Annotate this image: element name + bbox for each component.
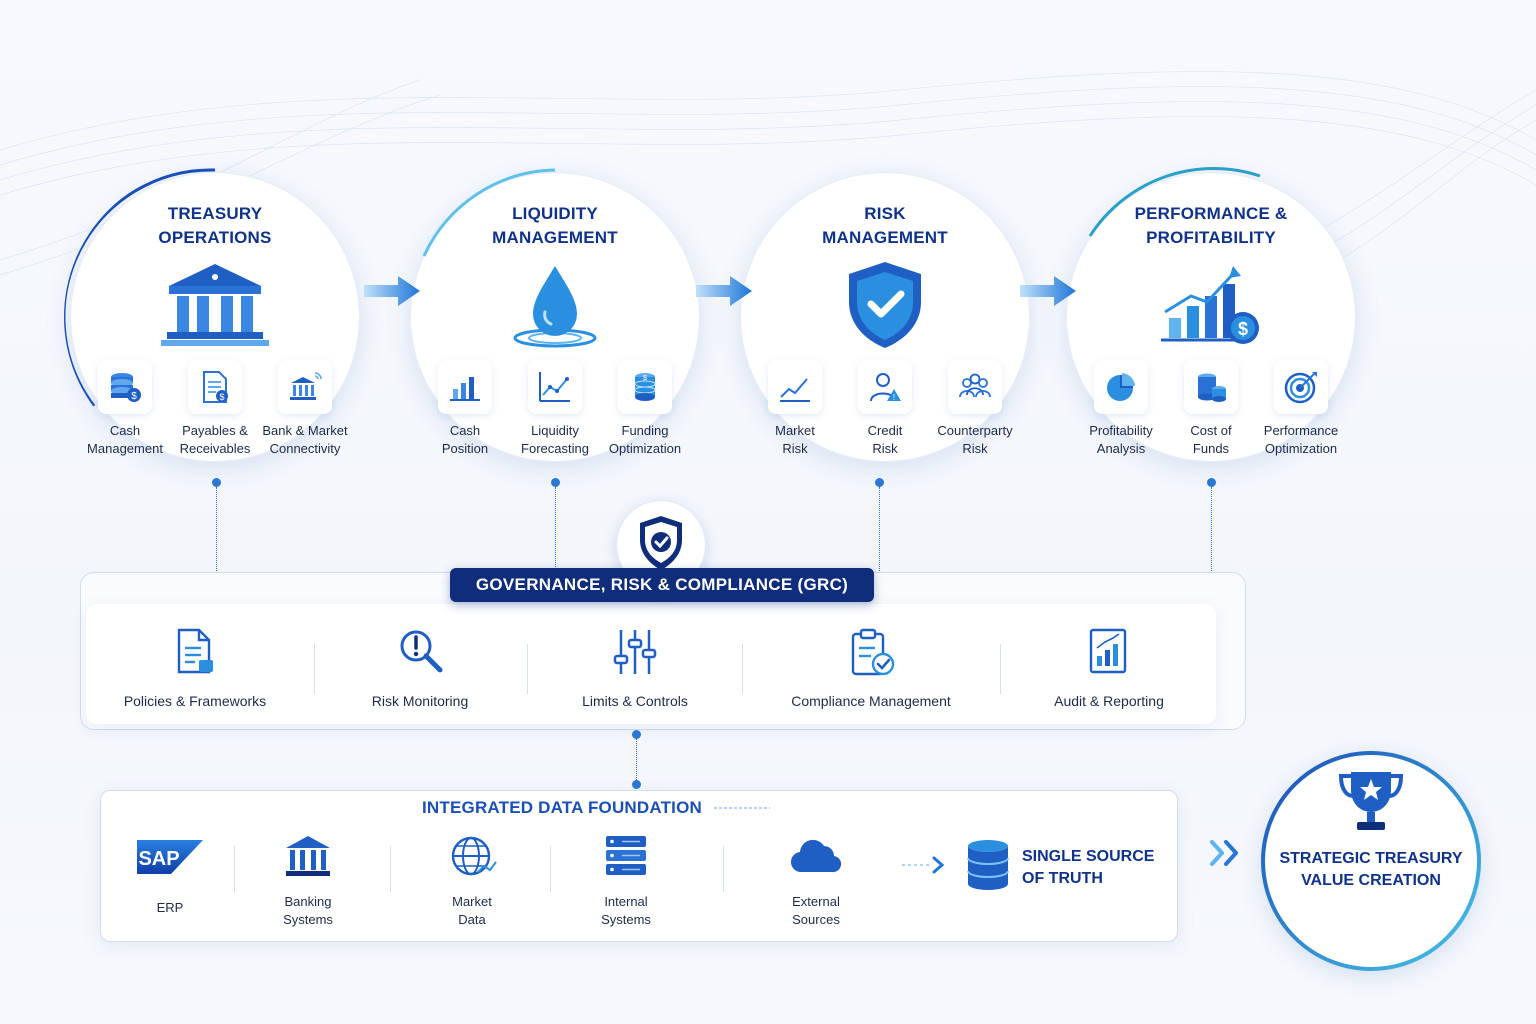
shield-check-icon: [640, 516, 682, 570]
strategic-value-creation[interactable]: STRATEGIC TREASURY VALUE CREATION: [1261, 751, 1481, 971]
grc-title: GOVERNANCE, RISK & COMPLIANCE (GRC): [450, 568, 874, 602]
svg-text:!: !: [893, 393, 895, 402]
cloud-icon: [790, 839, 842, 873]
data-source-external-sources[interactable]: External Sources: [756, 832, 876, 929]
data-source-internal-systems[interactable]: Internal Systems: [566, 832, 686, 929]
module-performance-profitability[interactable]: PERFORMANCE & PROFITABILITY $ Profitabil…: [1066, 167, 1356, 462]
connector-dot: [632, 730, 641, 739]
people-group-icon: [959, 373, 991, 398]
grc-item-risk-monitoring[interactable]: Risk Monitoring: [320, 626, 520, 709]
shield-check-icon: [849, 262, 921, 348]
connector-dot: [551, 478, 560, 487]
clipboard-check-icon: [851, 628, 895, 676]
module-risk-management[interactable]: RISK MANAGEMENT Market Risk ! Credit Ris…: [740, 172, 1030, 462]
sub-funding-optimization[interactable]: $ Funding Optimization: [601, 360, 689, 458]
module-title: PERFORMANCE & PROFITABILITY: [1134, 204, 1288, 247]
data-source-banking-systems[interactable]: Banking Systems: [248, 832, 368, 929]
line-chart-icon: [539, 372, 570, 402]
grc-item-compliance-management[interactable]: Compliance Management: [771, 626, 971, 709]
connector-dot: [875, 478, 884, 487]
sliders-icon: [613, 630, 657, 674]
svg-text:$: $: [131, 391, 137, 402]
divider: [723, 846, 724, 892]
invoice-icon: $: [203, 371, 228, 403]
pie-chart-icon: [1107, 373, 1135, 401]
sap-logo-icon: SAP: [137, 840, 203, 874]
connector-dot: [632, 780, 641, 789]
bar-chart-icon: [450, 377, 480, 401]
divider: [527, 644, 528, 694]
divider: [314, 644, 315, 694]
connector-line: [1211, 487, 1212, 573]
double-chevron-icon: [1210, 840, 1238, 866]
bank-building-icon: [161, 264, 269, 346]
sub-cost-of-funds[interactable]: Cost of Funds: [1167, 360, 1255, 458]
database-icon: [967, 840, 1009, 890]
connector-dot: [1207, 478, 1216, 487]
grc-item-limits-controls[interactable]: Limits & Controls: [535, 626, 735, 709]
strategic-value-label: STRATEGIC TREASURY VALUE CREATION: [1279, 850, 1463, 889]
connector-line: [555, 487, 556, 573]
divider: [742, 644, 743, 694]
grc-item-audit-reporting[interactable]: Audit & Reporting: [1009, 626, 1209, 709]
data-source-erp[interactable]: SAP ERP: [110, 832, 230, 917]
grc-items-panel: [86, 604, 1216, 724]
grc-item-policies-frameworks[interactable]: Policies & Frameworks: [95, 626, 295, 709]
connector-line: [216, 487, 217, 573]
svg-text:$: $: [1238, 319, 1248, 339]
flow-arrow-icon: [364, 276, 420, 306]
sub-cash-position[interactable]: Cash Position: [421, 360, 509, 458]
sub-performance-optimization[interactable]: Performance Optimization: [1257, 360, 1345, 458]
cash-stack-icon: $: [111, 373, 141, 402]
flow-arrow-icon: [1020, 276, 1076, 306]
data-foundation-title: INTEGRATED DATA FOUNDATION: [422, 798, 703, 817]
sub-market-risk[interactable]: Market Risk: [751, 360, 839, 458]
connector-line: [636, 738, 637, 782]
sub-payables-receivables[interactable]: $ Payables & Receivables: [171, 360, 259, 458]
trophy-star-icon: [1338, 772, 1404, 830]
report-chart-icon: [1089, 628, 1127, 674]
sub-profitability-analysis[interactable]: Profitability Analysis: [1077, 360, 1165, 458]
sub-credit-risk[interactable]: ! Credit Risk: [841, 360, 929, 458]
sub-counterparty-risk[interactable]: Counterparty Risk: [931, 360, 1019, 458]
divider: [550, 846, 551, 892]
document-icon: [177, 628, 213, 674]
connector-line: [879, 487, 880, 573]
globe-icon: [451, 836, 497, 876]
divider: [234, 846, 235, 892]
connector-dot: [212, 478, 221, 487]
trend-line-icon: [780, 378, 810, 402]
module-title: RISK MANAGEMENT: [822, 204, 948, 247]
magnifier-alert-icon: [400, 630, 443, 673]
arrow-right-icon: [902, 856, 945, 874]
divider: [390, 846, 391, 892]
sub-liquidity-forecasting[interactable]: Liquidity Forecasting: [511, 360, 599, 458]
growth-chart-dollar-icon: $: [1161, 266, 1259, 344]
outcome-ring: [1261, 751, 1481, 971]
module-treasury-operations[interactable]: TREASURY OPERATIONS $ Cash Management: [64, 168, 360, 462]
svg-text:$: $: [643, 375, 647, 382]
coins-icon: [1198, 373, 1226, 402]
sub-bank-market-connectivity[interactable]: Bank & Market Connectivity: [261, 360, 349, 458]
svg-text:SAP: SAP: [138, 848, 179, 870]
water-drop-icon: [513, 266, 597, 348]
title-underline: [714, 807, 770, 809]
sub-cash-management[interactable]: $ Cash Management: [81, 360, 169, 458]
flow-arrow-icon: [696, 276, 752, 306]
single-source-of-truth-label: SINGLE SOURCE OF TRUTH: [1022, 848, 1155, 887]
module-title: TREASURY OPERATIONS: [158, 204, 272, 247]
svg-text:$: $: [219, 392, 224, 402]
bank-signal-icon: [290, 372, 322, 400]
module-title: LIQUIDITY MANAGEMENT: [492, 204, 618, 247]
target-icon: [1284, 372, 1317, 404]
bank-icon: [286, 836, 330, 876]
divider: [1000, 644, 1001, 694]
coin-stack-icon: $: [634, 373, 656, 401]
data-source-market-data[interactable]: Market Data: [412, 832, 532, 929]
module-liquidity-management[interactable]: LIQUIDITY MANAGEMENT Cash Position Liqui…: [410, 168, 700, 462]
server-icon: [606, 836, 646, 875]
person-warning-icon: !: [870, 373, 901, 402]
